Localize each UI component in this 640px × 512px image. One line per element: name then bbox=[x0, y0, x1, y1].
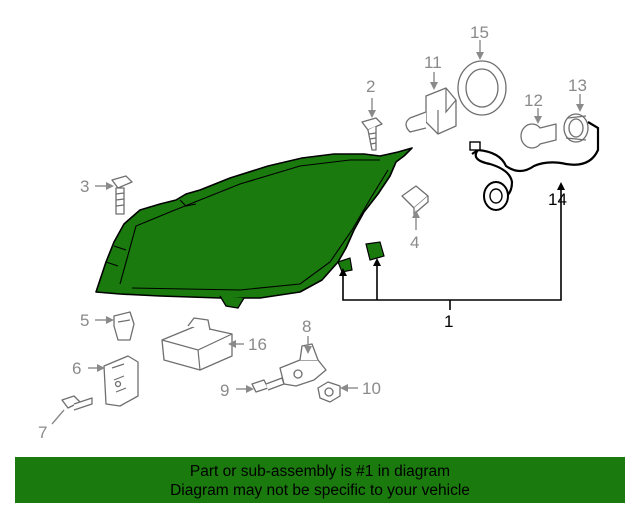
connector-clip[interactable] bbox=[365, 241, 385, 261]
callout-9: 9 bbox=[220, 381, 229, 400]
callout-11: 11 bbox=[424, 53, 442, 72]
info-banner: Part or sub-assembly is #1 in diagram Di… bbox=[15, 457, 625, 503]
banner-line-1: Part or sub-assembly is #1 in diagram bbox=[189, 463, 451, 480]
bulb-part-12[interactable] bbox=[520, 123, 557, 149]
socket-part-13[interactable] bbox=[563, 113, 589, 143]
callout-14: 14 bbox=[548, 190, 567, 209]
exploded-parts-diagram: 1 2 3 4 bbox=[38, 23, 600, 442]
callout-16: 16 bbox=[248, 335, 267, 354]
leader-7 bbox=[51, 409, 65, 425]
module-part-16[interactable] bbox=[161, 317, 233, 371]
callout-8: 8 bbox=[302, 317, 311, 336]
bracket-part-8[interactable] bbox=[279, 343, 327, 387]
nut-part-10[interactable] bbox=[317, 381, 341, 403]
callout-5: 5 bbox=[80, 311, 89, 330]
bulb-part-11[interactable] bbox=[405, 87, 457, 135]
retainer-part-5[interactable] bbox=[113, 311, 135, 341]
callout-2: 2 bbox=[366, 77, 375, 96]
callout-7: 7 bbox=[38, 423, 47, 442]
callout-12: 12 bbox=[524, 91, 543, 110]
callout-3: 3 bbox=[80, 177, 89, 196]
clip-part-4[interactable] bbox=[401, 185, 429, 215]
banner-line-2: Diagram may not be specific to your vehi… bbox=[170, 482, 470, 499]
screw-part-2[interactable] bbox=[361, 117, 383, 151]
bolt-part-9[interactable] bbox=[251, 377, 285, 393]
callout-4: 4 bbox=[410, 233, 419, 252]
callout-10: 10 bbox=[362, 379, 381, 398]
callout-1-leader bbox=[339, 182, 565, 310]
bracket-part-6[interactable] bbox=[103, 355, 139, 407]
wiring-harness-part-14[interactable] bbox=[469, 121, 600, 211]
screw-part-7[interactable] bbox=[61, 395, 93, 411]
bolt-part-3[interactable] bbox=[111, 175, 133, 215]
callout-6: 6 bbox=[72, 359, 81, 378]
callout-1: 1 bbox=[444, 312, 453, 331]
headlamp-assembly[interactable] bbox=[95, 147, 413, 309]
callout-13: 13 bbox=[568, 76, 587, 95]
callout-15: 15 bbox=[470, 23, 489, 42]
seal-ring-part-15[interactable] bbox=[457, 60, 507, 116]
